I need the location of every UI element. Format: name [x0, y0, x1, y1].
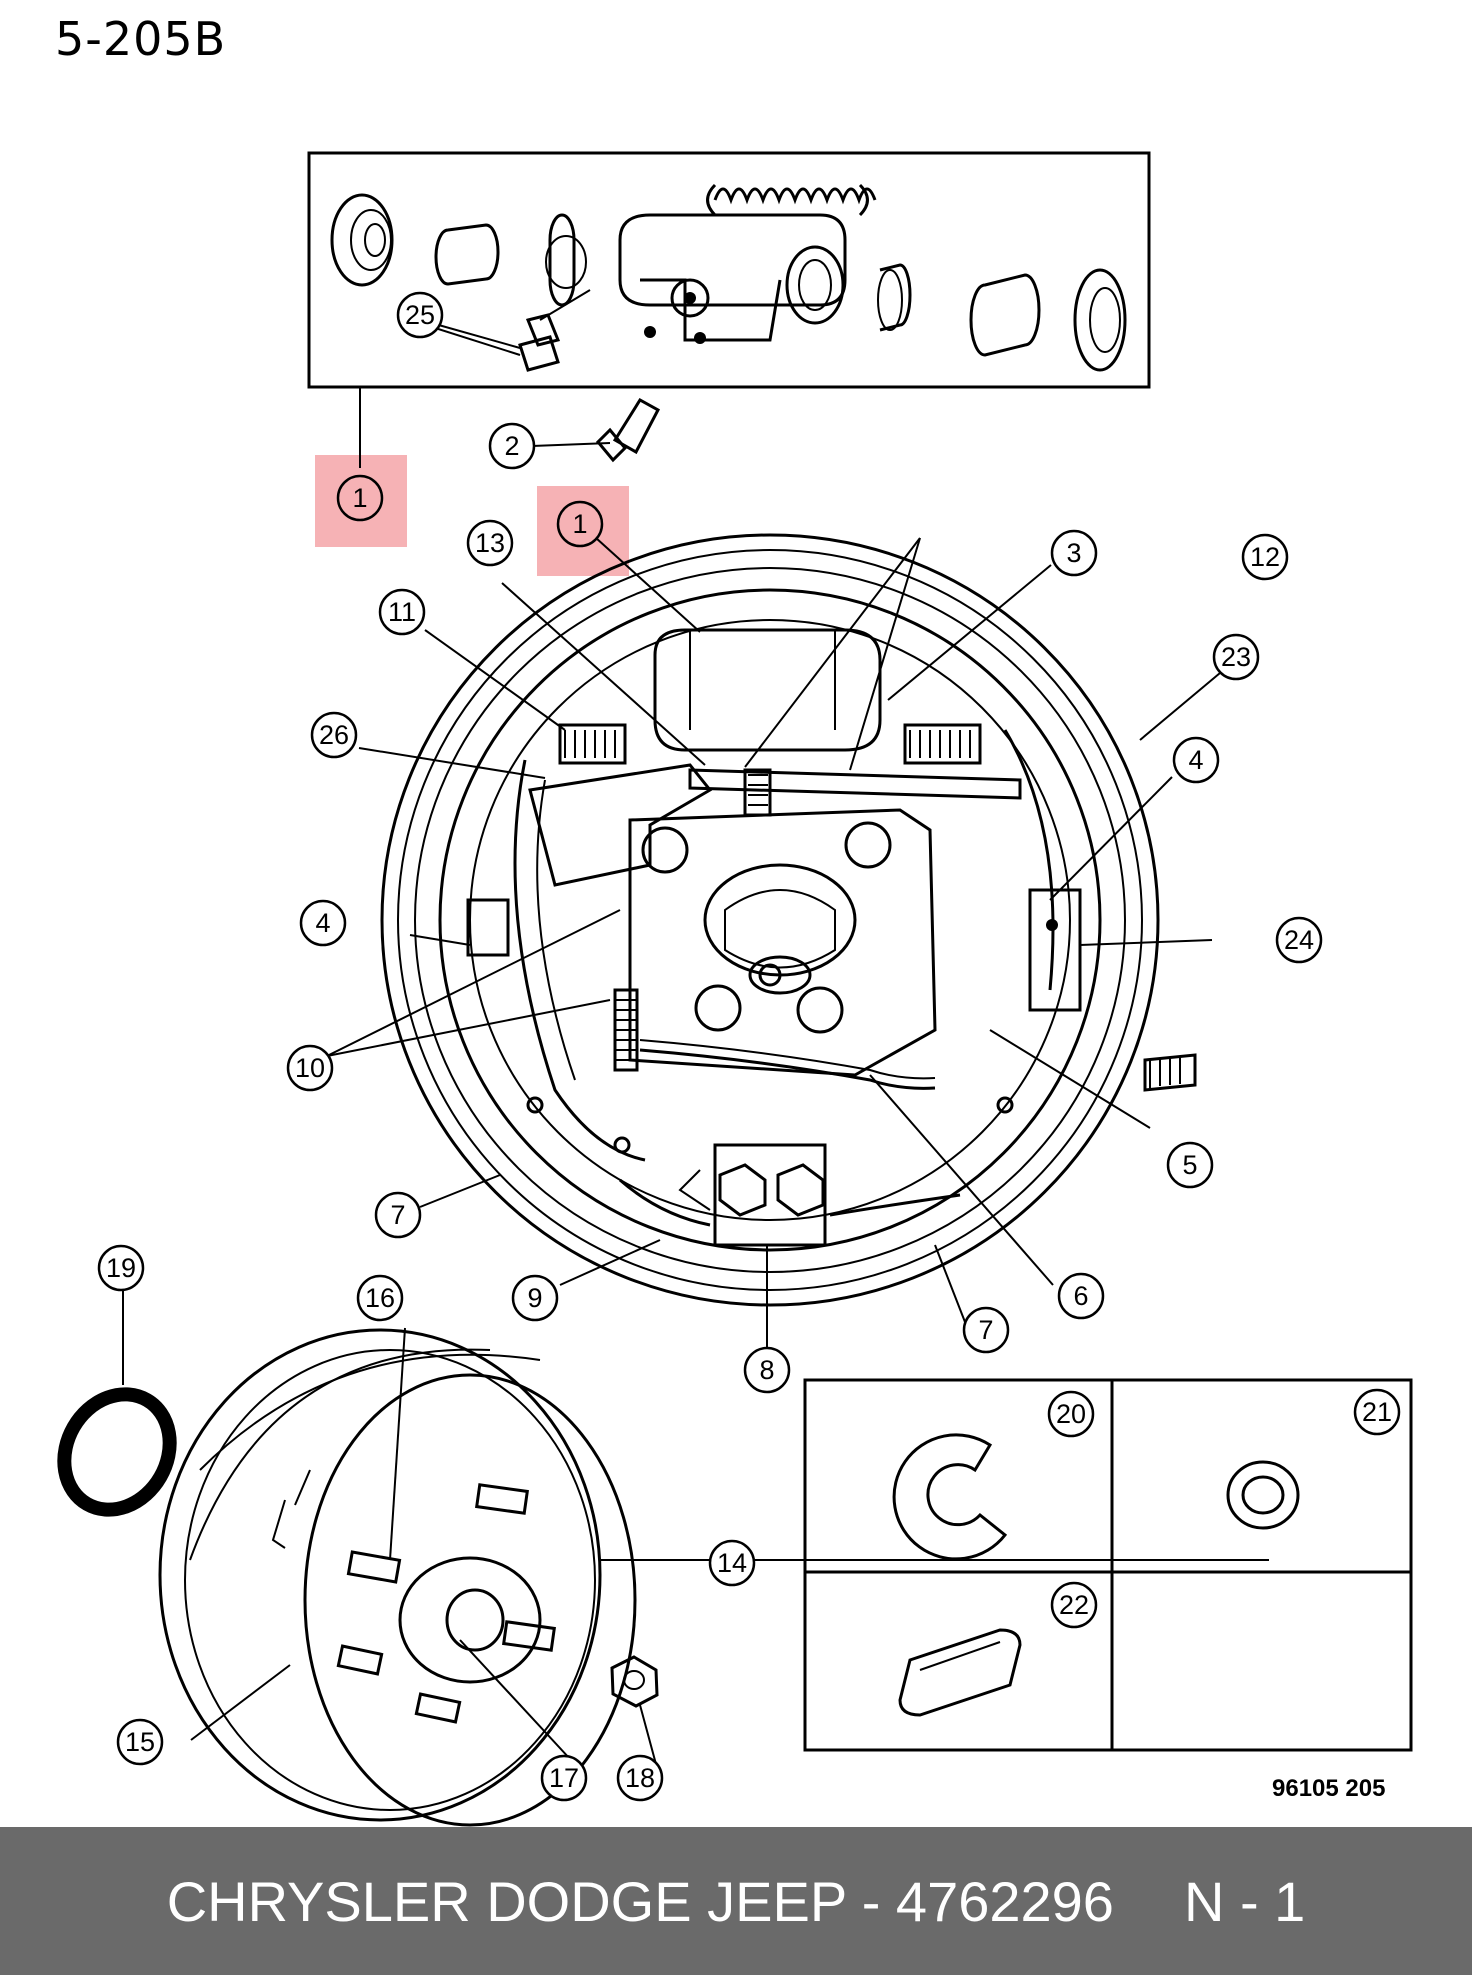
- callout-circle-c16: [356, 1274, 404, 1322]
- callout-circle-c7b: [962, 1306, 1010, 1354]
- callout-circle-c17: [540, 1754, 588, 1802]
- callout-label-c18: 18: [625, 1763, 655, 1793]
- callout-label-c16: 16: [365, 1283, 395, 1313]
- grease-seal-illustration: [57, 1387, 177, 1517]
- callout-label-c22: 22: [1059, 1590, 1089, 1620]
- callout-circle-c19: [97, 1244, 145, 1292]
- callout-circle-c1a: [336, 474, 384, 522]
- callout-label-c4a: 4: [315, 908, 330, 938]
- callout-circle-c6: [1057, 1272, 1105, 1320]
- callout-label-c12: 12: [1250, 542, 1280, 572]
- bleeder-screw-illustration: [531, 397, 661, 463]
- footer-brand: CHRYSLER DODGE JEEP - 4762296: [166, 1869, 1114, 1933]
- footer-code: N - 1: [1183, 1869, 1306, 1933]
- callout-circle-c18: [616, 1754, 664, 1802]
- callout-label-c2: 2: [504, 431, 519, 461]
- callout-circle-c20: [1047, 1390, 1095, 1438]
- callout-circle-c12: [1241, 533, 1289, 581]
- wheel-studs-illustration: [336, 1483, 556, 1724]
- callout-circle-c25: [396, 291, 444, 339]
- callout-circle-c4b: [1172, 736, 1220, 784]
- callout-label-c23: 23: [1221, 642, 1251, 672]
- page-code: 5-205B: [55, 12, 227, 66]
- callout-label-c9: 9: [527, 1283, 542, 1313]
- callout-label-c15: 15: [125, 1727, 155, 1757]
- brake-drum-illustration: [158, 1328, 637, 1827]
- callout-label-c1a: 1: [352, 483, 367, 513]
- callout-label-c8: 8: [759, 1355, 774, 1385]
- footer-bar: CHRYSLER DODGE JEEP - 4762296 N - 1: [0, 1827, 1472, 1975]
- callout-label-c19: 19: [106, 1253, 136, 1283]
- callout-circle-c15: [116, 1718, 164, 1766]
- callout-circle-c8: [743, 1346, 791, 1394]
- callout-label-c26: 26: [319, 720, 349, 750]
- callout-circle-c13: [466, 519, 514, 567]
- callout-label-c7a: 7: [390, 1200, 405, 1230]
- callout-circle-c22: [1050, 1581, 1098, 1629]
- callout-label-c13: 13: [475, 528, 505, 558]
- callout-label-c6: 6: [1073, 1281, 1088, 1311]
- callout-circle-c1b: [556, 500, 604, 548]
- callout-label-c3: 3: [1066, 538, 1081, 568]
- callout-circle-c26: [310, 711, 358, 759]
- callout-label-c10: 10: [295, 1053, 325, 1083]
- callout-circle-c21: [1353, 1388, 1401, 1436]
- callout-circle-c11: [378, 588, 426, 636]
- callout-circle-c7a: [374, 1191, 422, 1239]
- callout-circle-c4a: [299, 899, 347, 947]
- callout-circle-c23: [1212, 633, 1260, 681]
- footer-text: CHRYSLER DODGE JEEP - 4762296 N - 1: [0, 1827, 1472, 1975]
- callout-label-c1b: 1: [572, 509, 587, 539]
- callout-circle-c10: [286, 1044, 334, 1092]
- callout-label-c14: 14: [717, 1548, 747, 1578]
- callout-circle-c2: [488, 422, 536, 470]
- figure-code: 96105 205: [1272, 1775, 1385, 1802]
- backing-plate-illustration: [380, 533, 1197, 1307]
- callout-circle-c14: [708, 1539, 756, 1587]
- wheel-nut-illustration: [610, 1655, 659, 1708]
- callout-label-c4b: 4: [1188, 745, 1203, 775]
- callout-label-c5: 5: [1182, 1150, 1197, 1180]
- callout-label-c20: 20: [1056, 1399, 1086, 1429]
- callout-label-c7b: 7: [978, 1315, 993, 1345]
- callout-label-c11: 11: [388, 597, 416, 627]
- callout-label-c24: 24: [1284, 925, 1314, 955]
- callout-circle-c5: [1166, 1141, 1214, 1189]
- wheel-cylinder-kit-illustration: [307, 151, 1151, 468]
- small-parts-grid: [803, 1378, 1413, 1752]
- callout-circle-c3: [1050, 529, 1098, 577]
- callout-label-c17: 17: [549, 1763, 579, 1793]
- callout-circle-c9: [511, 1274, 559, 1322]
- callout-label-c21: 21: [1362, 1397, 1392, 1427]
- highlight-callout-1-top: [315, 455, 407, 547]
- callout-label-c25: 25: [405, 300, 435, 330]
- callout-circle-c24: [1275, 916, 1323, 964]
